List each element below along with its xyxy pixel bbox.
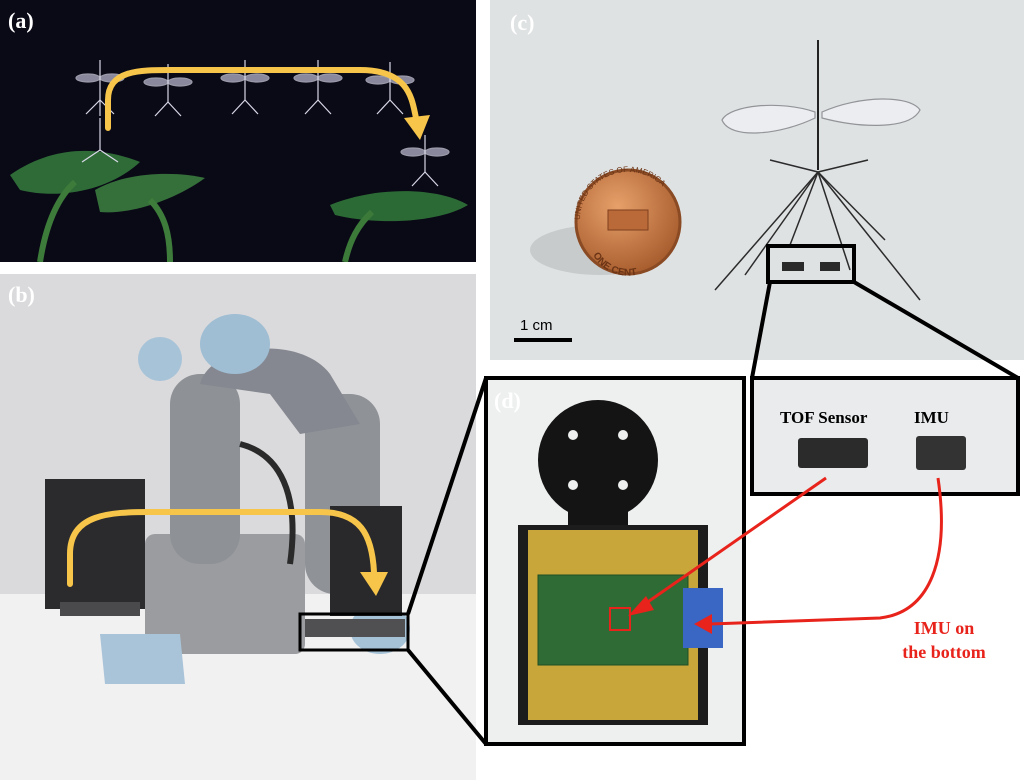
imu-bottom-note-line2: the bottom bbox=[902, 642, 986, 662]
trajectory-arrow-b bbox=[67, 509, 377, 587]
leaf-right bbox=[330, 191, 468, 222]
end-effector-left bbox=[45, 479, 145, 609]
panel-a-scene bbox=[10, 60, 468, 262]
tof-sensor-highlight bbox=[609, 607, 631, 631]
leaf-left bbox=[10, 150, 140, 194]
imu-bottom-note-line1: IMU on bbox=[913, 618, 975, 638]
tof-sensor-label: TOF Sensor bbox=[780, 408, 868, 427]
panel-label-b: (b) bbox=[8, 282, 35, 307]
end-effector-right bbox=[330, 506, 402, 616]
tof-sensor-chip bbox=[798, 438, 868, 468]
panel-label-d: (d) bbox=[494, 388, 521, 413]
imu-chip bbox=[916, 436, 966, 470]
leaf-left-stem bbox=[37, 179, 78, 262]
joint-cap-2 bbox=[200, 314, 270, 374]
panel-c-background bbox=[490, 0, 1024, 360]
scale-bar-label: 1 cm bbox=[520, 317, 553, 334]
mount-hole-2 bbox=[618, 430, 628, 440]
flying-robot-4 bbox=[293, 60, 343, 115]
sensor-board-left bbox=[60, 602, 140, 616]
panel-d-sensor-board: (d) bbox=[484, 376, 746, 746]
leaf-middle bbox=[95, 173, 205, 213]
flying-robot-3 bbox=[220, 60, 270, 115]
callout-box-b bbox=[298, 612, 410, 652]
sensor-board-right bbox=[305, 619, 405, 637]
panel-b-scene bbox=[0, 274, 476, 780]
panel-label-a: (a) bbox=[8, 8, 34, 33]
arm-link-left bbox=[170, 374, 240, 564]
sensor-pcb bbox=[537, 574, 689, 666]
panel-c-robot-photo: UNITED STATES OF AMERICA ONE CENT bbox=[490, 0, 1024, 360]
panel-d-scene bbox=[518, 400, 723, 725]
trajectory-arrow bbox=[105, 67, 419, 131]
joint-cap-1 bbox=[138, 337, 182, 381]
imu-label: IMU bbox=[914, 408, 949, 427]
perched-robot bbox=[81, 118, 119, 163]
robot-wing-right bbox=[821, 98, 921, 126]
panel-a-flight-sequence: (a) bbox=[0, 0, 476, 262]
panel-c-scene: UNITED STATES OF AMERICA ONE CENT bbox=[490, 0, 1024, 360]
arm-base bbox=[145, 534, 305, 654]
imu-chip-small bbox=[820, 262, 840, 271]
robot-wing-left bbox=[721, 104, 816, 134]
leaf-middle-stem bbox=[147, 197, 173, 262]
coin-building bbox=[607, 209, 649, 231]
mcu-module bbox=[683, 588, 723, 648]
tof-sensor-chip-small bbox=[782, 262, 804, 271]
flying-robot-2 bbox=[143, 64, 193, 117]
mount-hole-4 bbox=[618, 480, 628, 490]
leaf-right-stem bbox=[342, 209, 375, 262]
panel-b-robot-arm: (b) bbox=[0, 274, 476, 780]
joint-cap-base bbox=[100, 634, 185, 684]
imu-bottom-note: IMU on the bottom bbox=[884, 616, 1004, 664]
mount-hole-3 bbox=[568, 480, 578, 490]
panel-label-c: (c) bbox=[510, 10, 535, 35]
sensor-zoom-inset: TOF Sensor IMU bbox=[750, 376, 1020, 496]
trajectory-arrowhead bbox=[404, 115, 430, 140]
arm-cable bbox=[239, 441, 296, 565]
robot-insect bbox=[714, 40, 921, 301]
mount-plate-neck bbox=[568, 490, 628, 530]
flying-robot-6 bbox=[400, 135, 450, 187]
trajectory-arrowhead-b bbox=[360, 572, 388, 596]
sensor-callout-box bbox=[766, 244, 856, 284]
flying-robot-1 bbox=[75, 60, 125, 116]
mount-hole-1 bbox=[568, 430, 578, 440]
